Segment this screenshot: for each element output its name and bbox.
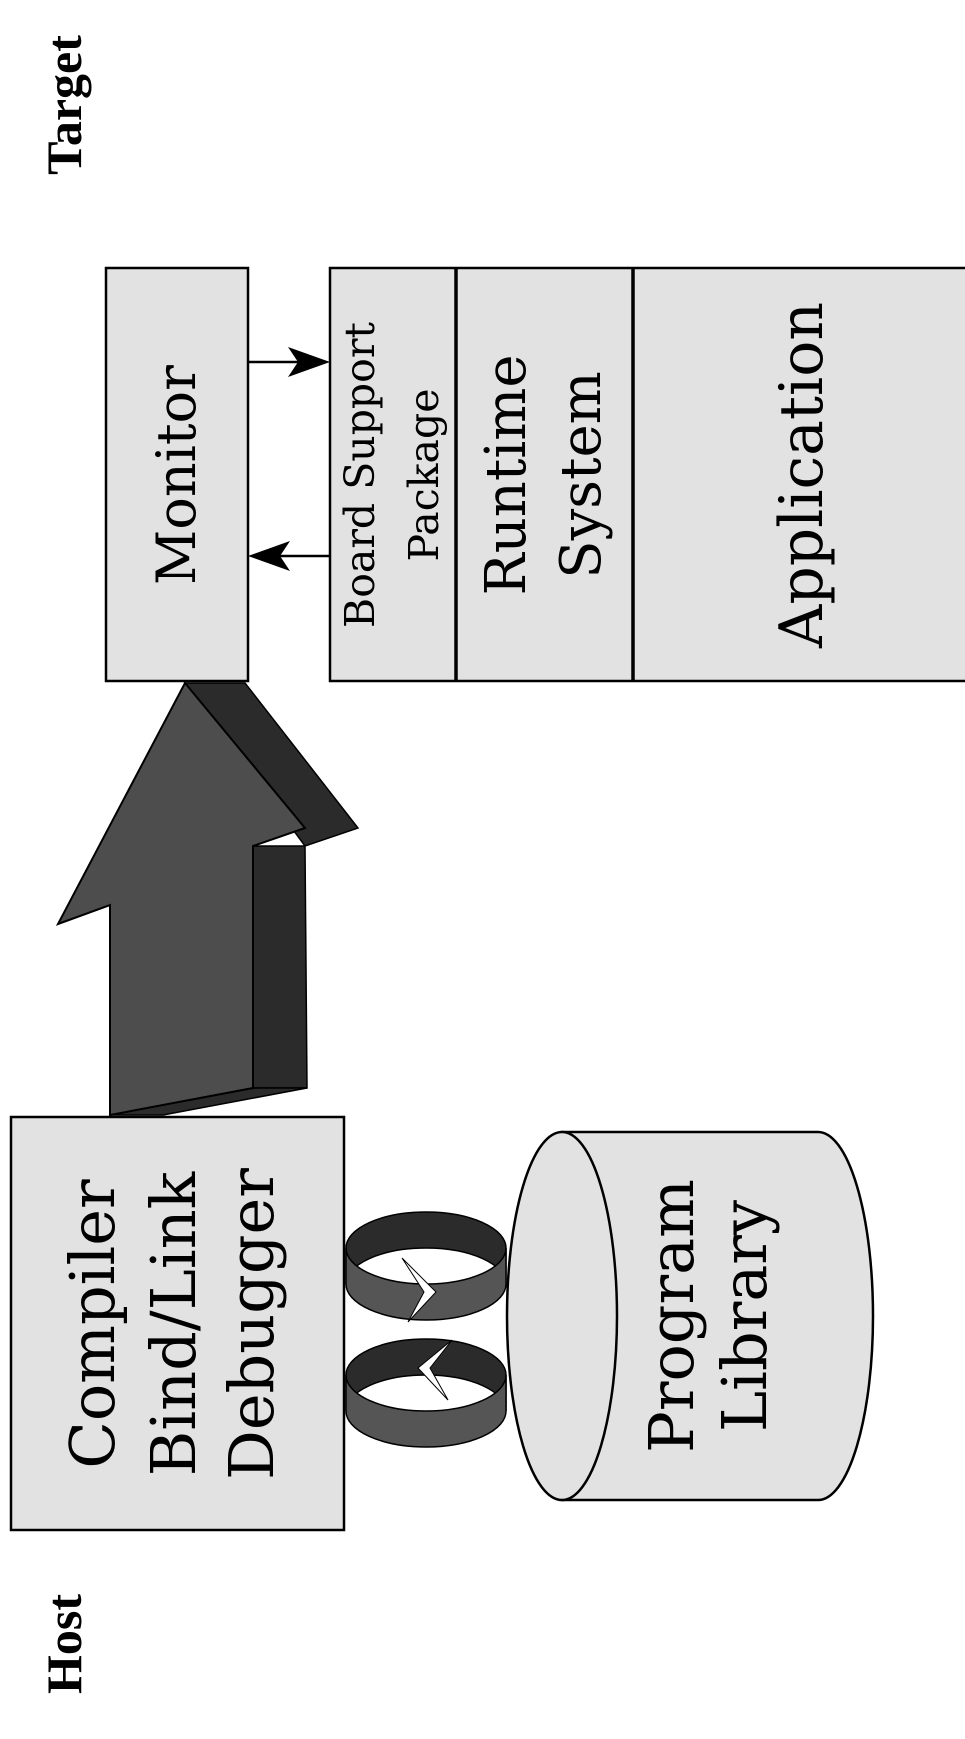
board-support-label-line1: Board Support [336, 322, 384, 628]
program-label: Program [635, 1179, 708, 1453]
exchange-ring-top [345, 1211, 507, 1323]
target-heading: Target [36, 35, 92, 175]
library-label: Library [708, 1200, 781, 1432]
target-stack-box [328, 266, 965, 683]
compiler-box [9, 1115, 346, 1532]
debugger-label: Debugger [215, 1168, 288, 1480]
application-label: Application [767, 302, 837, 649]
monitor-box [104, 266, 250, 683]
monitor-label: Monitor [145, 365, 208, 585]
arrow-monitor-to-bsp [248, 347, 330, 377]
arrow-bsp-to-monitor [248, 541, 330, 571]
exchange-ring-bottom [345, 1338, 507, 1448]
download-arrow [55, 681, 360, 1117]
runtime-label-line1: Runtime [474, 355, 539, 596]
bind-link-label: Bind/Link [137, 1171, 210, 1476]
runtime-label-line2: System [549, 371, 614, 578]
board-support-label-line2: Package [400, 389, 448, 562]
host-heading: Host [36, 1594, 92, 1694]
program-library-cylinder [505, 1130, 875, 1502]
compiler-label: Compiler [56, 1179, 129, 1469]
